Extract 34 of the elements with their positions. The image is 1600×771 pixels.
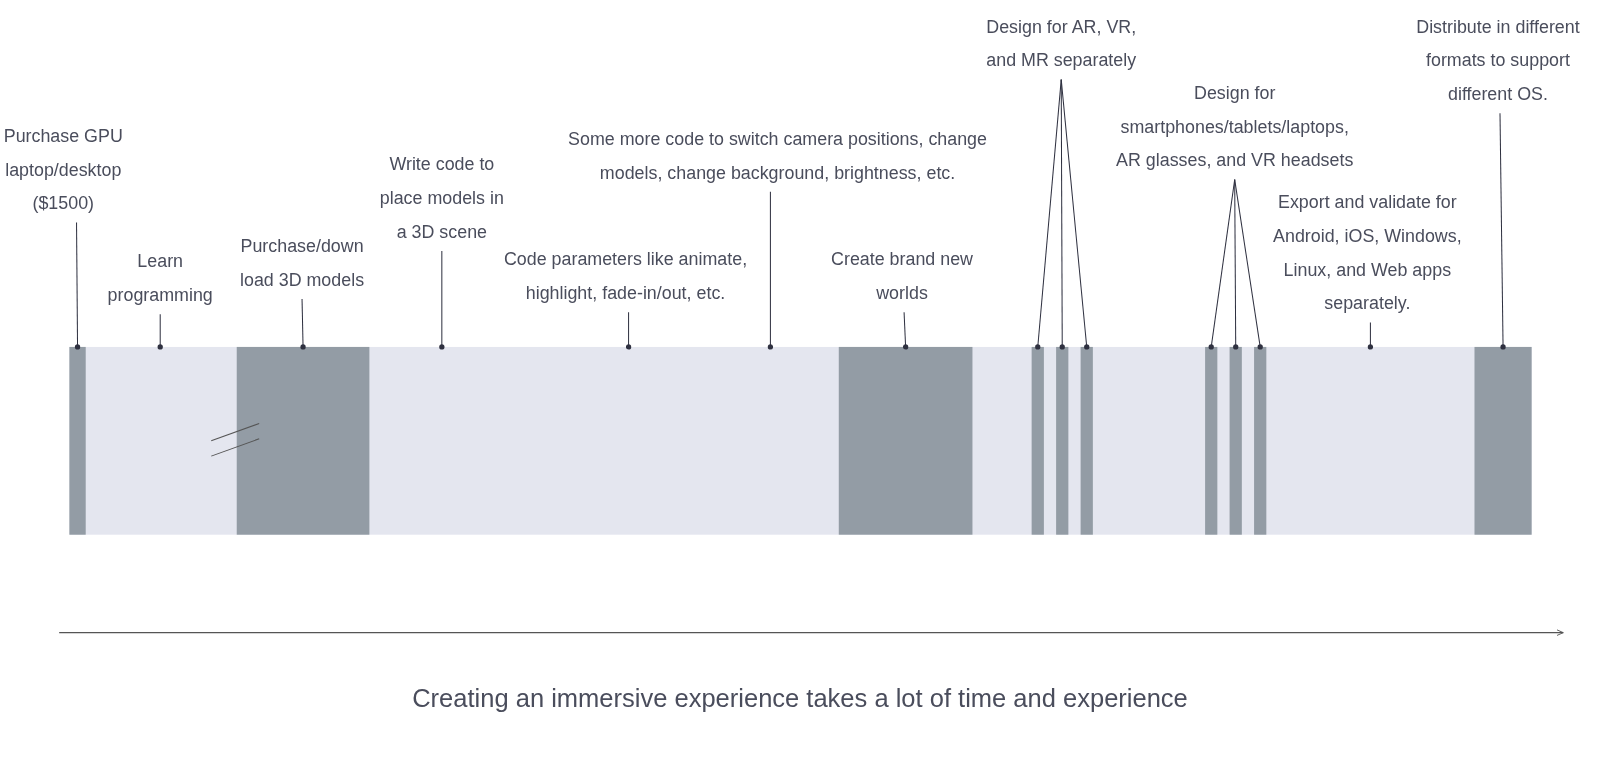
- leader-line: [439, 250, 445, 350]
- time-block: [1056, 346, 1069, 535]
- leader-line: [74, 221, 81, 350]
- step-label: Design for AR, VR, and MR separately: [969, 10, 1154, 78]
- leader-line: [1367, 321, 1374, 350]
- time-block: [1254, 346, 1267, 535]
- step-label: Design for smartphones/tablets/laptops, AR glasses, and VR headsets: [1114, 76, 1355, 178]
- step-label: Distribute in different formats to support different OS.: [1403, 10, 1593, 112]
- step-label: Purchase/down load 3D models: [230, 229, 374, 297]
- timeline-bar: [69, 346, 1532, 535]
- time-block: [236, 346, 370, 535]
- time-block: [1474, 346, 1532, 535]
- leader-line: [1060, 79, 1090, 350]
- step-label: Create brand new worlds: [815, 242, 989, 311]
- leader-line: [1234, 179, 1263, 350]
- leader-line: [1035, 79, 1062, 350]
- leader-line: [300, 298, 306, 350]
- time-block: [1080, 346, 1093, 535]
- step-label: Export and validate for Android, iOS, Windows, Linux, and Web apps separately.: [1257, 185, 1478, 321]
- leader-line: [625, 311, 632, 350]
- step-label: Learn programming: [99, 244, 222, 313]
- leader-line: [1233, 179, 1239, 350]
- leader-line: [1499, 112, 1506, 350]
- step-label: Some more code to switch camera positions, change models, change background, brightness, etc.: [537, 122, 1018, 190]
- time-block: [69, 346, 86, 535]
- time-block: [1205, 346, 1218, 535]
- leader-line: [157, 313, 163, 350]
- leader-line: [767, 191, 774, 350]
- caption: Creating an immersive experience takes a lot of time and experience: [411, 683, 1189, 714]
- leader-line: [902, 311, 909, 350]
- time-block: [1031, 346, 1044, 535]
- time-block: [1229, 346, 1242, 535]
- time-block: [838, 346, 973, 535]
- step-label: Purchase GPU laptop/desktop ($1500): [0, 119, 130, 221]
